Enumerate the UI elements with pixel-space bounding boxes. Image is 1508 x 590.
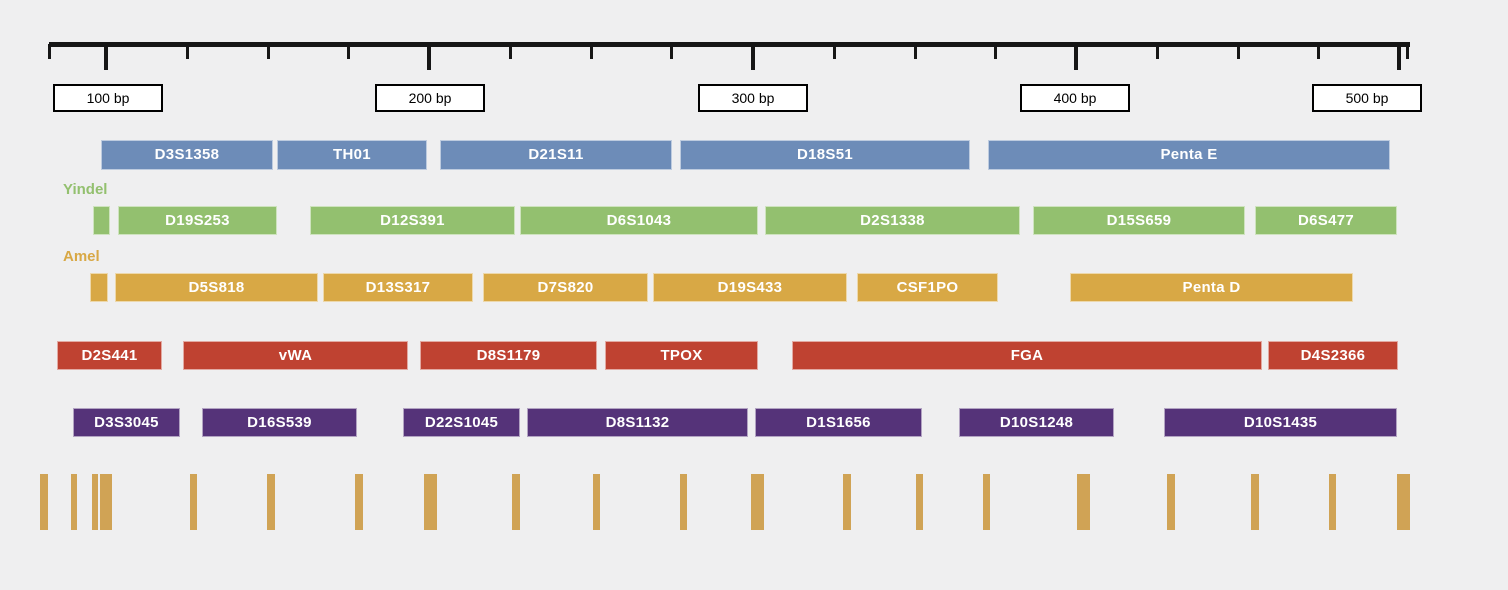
marker-d6s477: D6S477 xyxy=(1255,206,1397,235)
panel-label-yindel: Yindel xyxy=(63,181,108,198)
ladder-bar xyxy=(1329,474,1336,530)
ruler-major-tick-200bp xyxy=(427,44,431,70)
bp-label-100-bp: 100 bp xyxy=(53,84,163,112)
ruler-minor-tick xyxy=(48,44,51,59)
marker-d1s1656: D1S1656 xyxy=(755,408,922,437)
marker-d8s1179: D8S1179 xyxy=(420,341,597,370)
ladder-bar xyxy=(1251,474,1259,530)
ladder-bar xyxy=(92,474,98,530)
ruler-minor-tick xyxy=(267,44,270,59)
panel-label-amel: Amel xyxy=(63,248,100,265)
marker-d3s1358: D3S1358 xyxy=(101,140,273,170)
marker-fga: FGA xyxy=(792,341,1262,370)
marker-segment-amber xyxy=(90,273,108,302)
ruler-minor-tick xyxy=(994,44,997,59)
ladder-bar xyxy=(1077,474,1090,530)
ruler-minor-tick xyxy=(186,44,189,59)
ladder-bar xyxy=(680,474,687,530)
marker-d10s1248: D10S1248 xyxy=(959,408,1114,437)
ruler-minor-tick xyxy=(347,44,350,59)
marker-d19s253: D19S253 xyxy=(118,206,277,235)
marker-d5s818: D5S818 xyxy=(115,273,318,302)
bp-label-500-bp: 500 bp xyxy=(1312,84,1422,112)
ladder-bar xyxy=(751,474,764,530)
bp-label-200-bp: 200 bp xyxy=(375,84,485,112)
ladder-bar xyxy=(593,474,600,530)
marker-tpox: TPOX xyxy=(605,341,758,370)
ladder-bar xyxy=(40,474,48,530)
marker-penta-e: Penta E xyxy=(988,140,1390,170)
ladder-bar xyxy=(71,474,77,530)
marker-d10s1435: D10S1435 xyxy=(1164,408,1397,437)
marker-segment-green xyxy=(93,206,110,235)
ruler-major-tick-300bp xyxy=(751,44,755,70)
ruler-major-tick-400bp xyxy=(1074,44,1078,70)
ladder-bar xyxy=(916,474,923,530)
marker-csf1po: CSF1PO xyxy=(857,273,998,302)
marker-d8s1132: D8S1132 xyxy=(527,408,748,437)
marker-d7s820: D7S820 xyxy=(483,273,648,302)
ladder-bar xyxy=(843,474,851,530)
marker-d6s1043: D6S1043 xyxy=(520,206,758,235)
ruler-minor-tick xyxy=(590,44,593,59)
ladder-bar xyxy=(190,474,197,530)
marker-d2s441: D2S441 xyxy=(57,341,162,370)
marker-d21s11: D21S11 xyxy=(440,140,672,170)
marker-d18s51: D18S51 xyxy=(680,140,970,170)
marker-d13s317: D13S317 xyxy=(323,273,473,302)
ruler-major-tick-100bp xyxy=(104,44,108,70)
marker-d16s539: D16S539 xyxy=(202,408,357,437)
marker-d3s3045: D3S3045 xyxy=(73,408,180,437)
marker-d15s659: D15S659 xyxy=(1033,206,1245,235)
ruler-minor-tick xyxy=(509,44,512,59)
marker-penta-d: Penta D xyxy=(1070,273,1353,302)
marker-d4s2366: D4S2366 xyxy=(1268,341,1398,370)
ruler-major-tick-500bp xyxy=(1397,44,1401,70)
marker-d12s391: D12S391 xyxy=(310,206,515,235)
ruler-minor-tick xyxy=(914,44,917,59)
ladder-bar xyxy=(512,474,520,530)
ruler-baseline xyxy=(49,42,1410,47)
ruler-minor-tick xyxy=(670,44,673,59)
ladder-bar xyxy=(267,474,275,530)
bp-label-300-bp: 300 bp xyxy=(698,84,808,112)
marker-d22s1045: D22S1045 xyxy=(403,408,520,437)
marker-d19s433: D19S433 xyxy=(653,273,847,302)
ruler-minor-tick xyxy=(1317,44,1320,59)
marker-d2s1338: D2S1338 xyxy=(765,206,1020,235)
ladder-bar xyxy=(983,474,990,530)
ladder-bar xyxy=(424,474,437,530)
ruler-minor-tick xyxy=(1156,44,1159,59)
marker-th01: TH01 xyxy=(277,140,427,170)
ladder-bar xyxy=(1397,474,1410,530)
marker-vwa: vWA xyxy=(183,341,408,370)
bp-label-400-bp: 400 bp xyxy=(1020,84,1130,112)
ladder-bar xyxy=(100,474,112,530)
ruler-minor-tick xyxy=(1237,44,1240,59)
ruler-minor-tick xyxy=(833,44,836,59)
ruler-minor-tick xyxy=(1406,44,1409,59)
ladder-bar xyxy=(1167,474,1175,530)
ladder-bar xyxy=(355,474,363,530)
